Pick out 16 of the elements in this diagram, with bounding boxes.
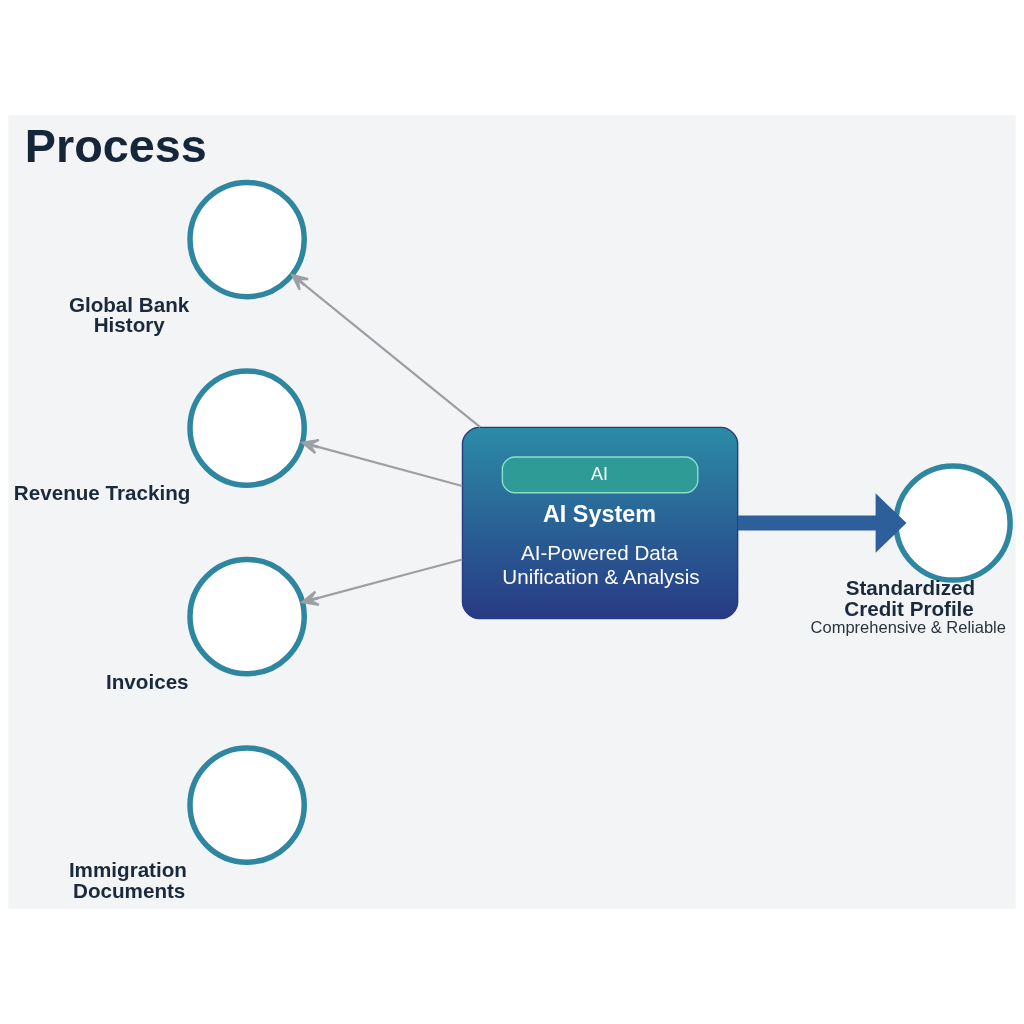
arrow bbox=[301, 558, 463, 606]
node-label: Comprehensive & Reliable bbox=[810, 618, 1006, 637]
diagram-title: Process bbox=[24, 120, 207, 173]
node-circle bbox=[187, 556, 307, 677]
node-circle bbox=[187, 368, 307, 488]
node-label: Global Bank History bbox=[68, 292, 190, 337]
arrow bbox=[301, 438, 463, 488]
node-label: Standardized Credit Profile bbox=[844, 576, 976, 620]
node-box: AI AI System AI-Powered Data Unification & Analysis bbox=[461, 426, 739, 620]
node-label: Immigration Documents bbox=[68, 858, 187, 902]
node-circle bbox=[187, 745, 307, 865]
node-circle bbox=[187, 179, 307, 300]
arrow bbox=[291, 273, 481, 428]
arrow bbox=[737, 493, 907, 553]
node-label: Revenue Tracking bbox=[13, 481, 191, 505]
node-label: Invoices bbox=[106, 669, 189, 693]
